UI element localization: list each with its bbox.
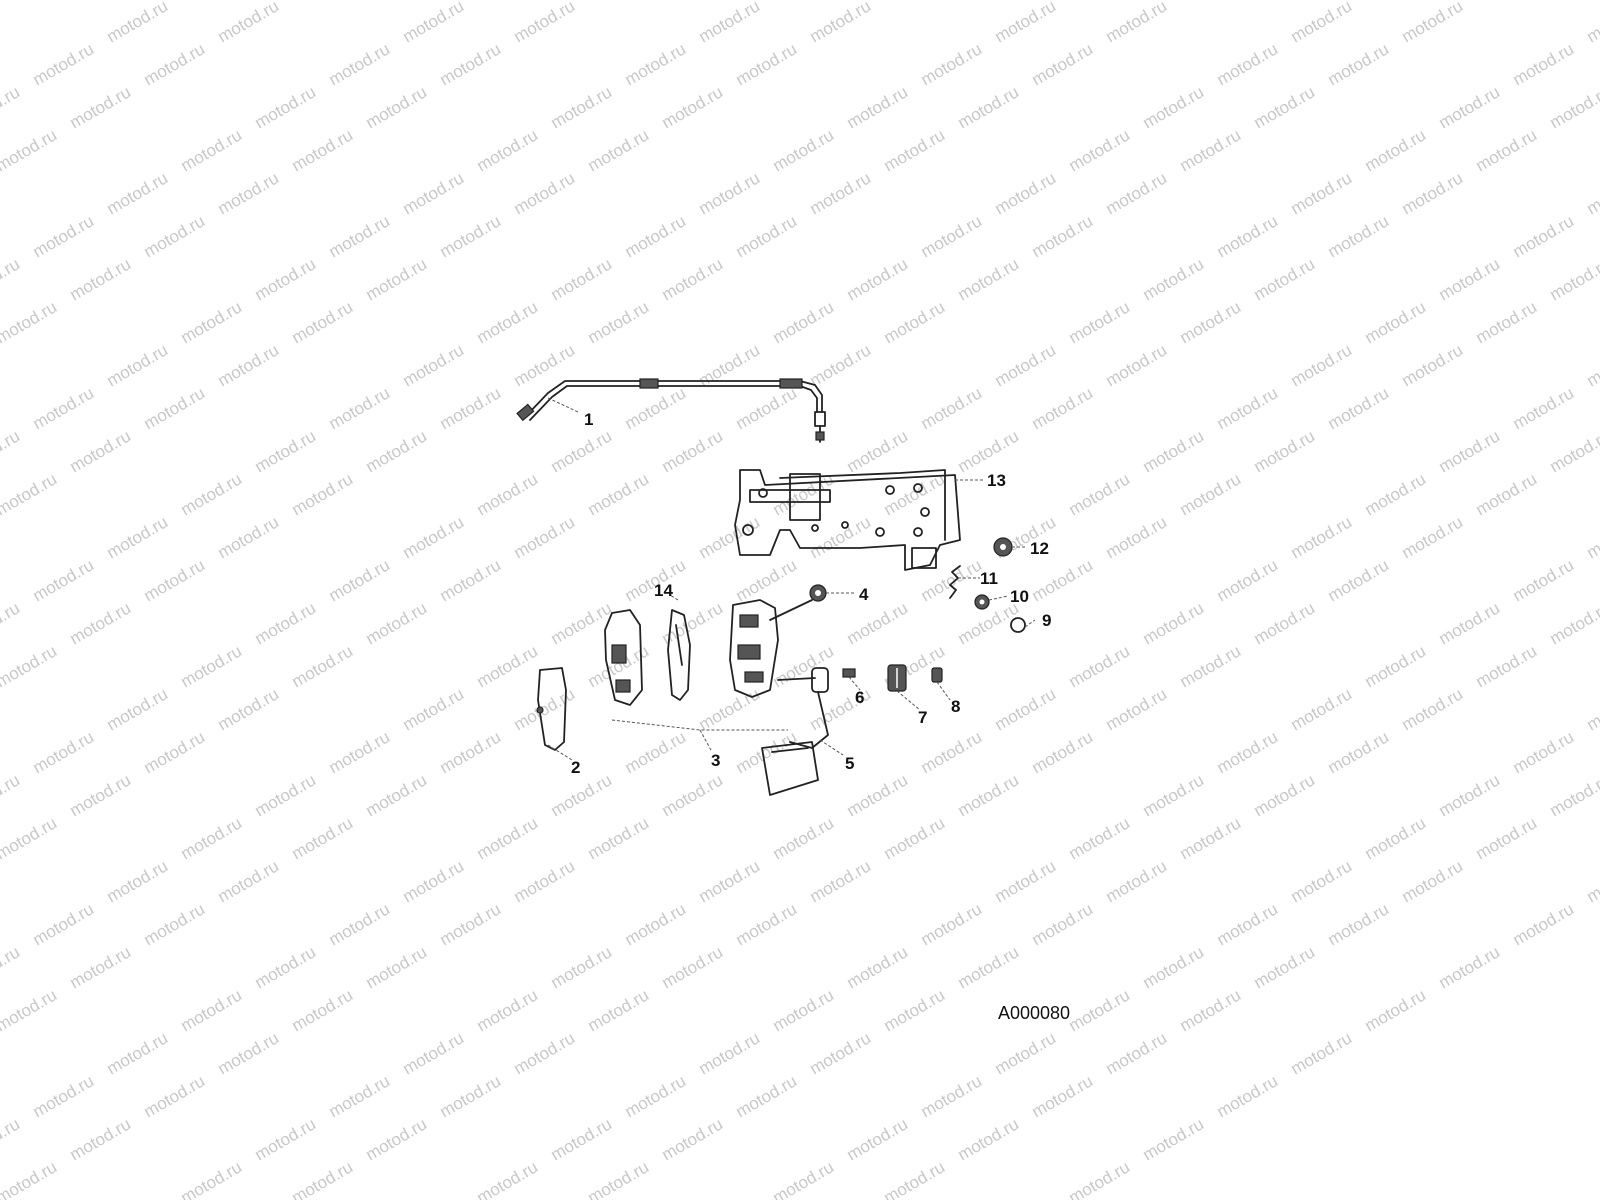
callout-13: 13 xyxy=(987,471,1006,490)
caliper-body-part xyxy=(729,599,816,698)
callout-11: 11 xyxy=(980,569,998,588)
pedal-bushing-part xyxy=(887,664,907,692)
callout-1: 1 xyxy=(584,410,593,429)
brake-bracket-part xyxy=(734,469,961,571)
caliper-pin-cover-part xyxy=(536,667,567,751)
pedal-pin-part xyxy=(842,668,856,678)
pedal-cap-part xyxy=(931,667,943,683)
callout-14: 14 xyxy=(654,581,673,600)
washer-part xyxy=(1010,617,1026,633)
callout-5: 5 xyxy=(845,754,854,773)
callout-3: 3 xyxy=(711,751,720,770)
mounting-nut-part xyxy=(993,537,1013,557)
callout-numbers: 1 2 3 4 5 6 7 8 9 10 11 12 13 14 xyxy=(571,410,1051,777)
callout-4: 4 xyxy=(859,585,869,604)
callout-8: 8 xyxy=(951,697,960,716)
callout-12: 12 xyxy=(1030,539,1049,558)
callout-10: 10 xyxy=(1010,587,1029,606)
brake-cable-part xyxy=(516,378,826,443)
callout-9: 9 xyxy=(1042,611,1051,630)
callout-7: 7 xyxy=(918,708,927,727)
brake-pads-part xyxy=(604,609,788,731)
callout-2: 2 xyxy=(571,758,580,777)
caliper-bolt-part xyxy=(809,584,827,602)
pad-shim-part xyxy=(667,609,691,701)
brake-pedal-part xyxy=(761,667,829,796)
nut-part xyxy=(974,594,990,610)
leader-lines xyxy=(547,397,1036,761)
diagram-id-label: A000080 xyxy=(998,1003,1071,1023)
callout-6: 6 xyxy=(855,688,864,707)
return-spring-part xyxy=(949,565,961,599)
